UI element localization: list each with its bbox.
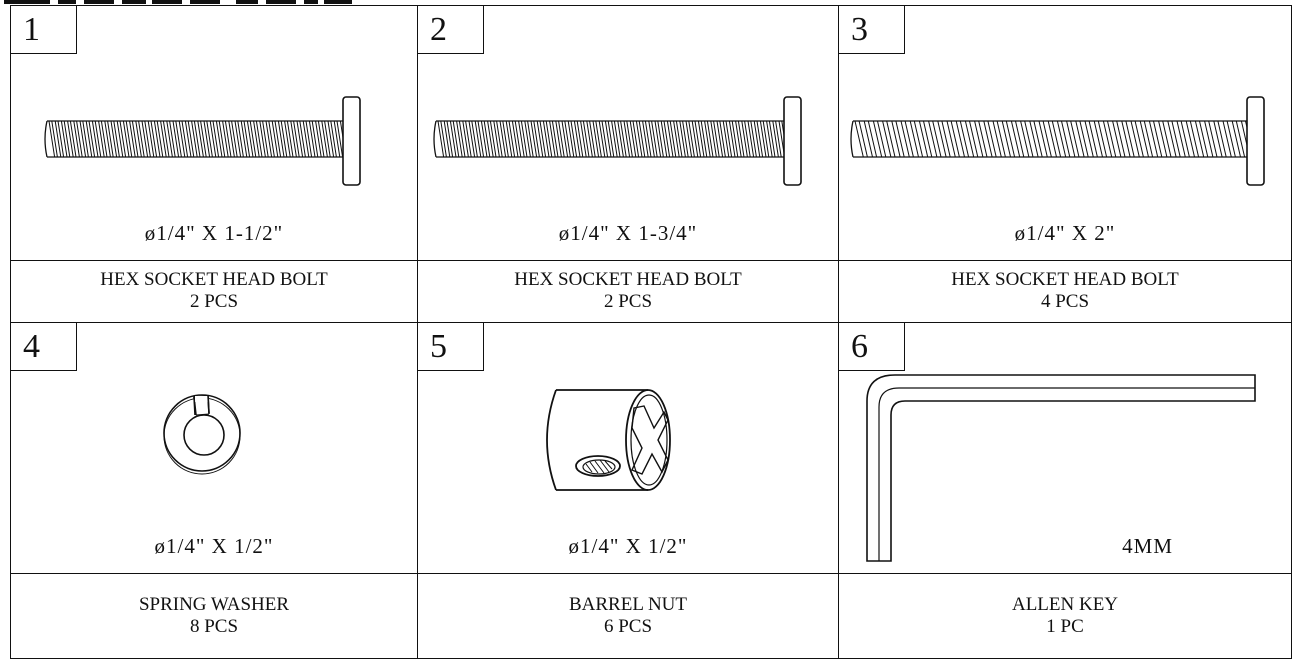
bolt-long-icon — [847, 91, 1287, 191]
part-cell-1: 1 ø1/4" X 1-1/2" — [10, 5, 418, 261]
part-label-4: SPRING WASHER 8 PCS — [10, 572, 418, 660]
part-dimension: ø1/4" X 1-1/2" — [144, 220, 284, 245]
part-label-2: HEX SOCKET HEAD BOLT 2 PCS — [417, 259, 839, 323]
part-quantity: 1 PC — [1046, 615, 1084, 637]
part-cell-2: 2 ø1/4" X 1-3/4" — [417, 5, 839, 261]
bolt-short-icon — [41, 91, 366, 191]
part-dimension: ø1/4" X 1/2" — [568, 533, 688, 558]
part-number-box: 2 — [418, 6, 484, 54]
part-name: HEX SOCKET HEAD BOLT — [951, 269, 1179, 291]
part-name: ALLEN KEY — [1011, 593, 1119, 615]
bolt-short-drawing — [44, 96, 366, 186]
parts-picture-row-1: 1 ø1/4" X 1-1/2" 2 ø1/4" X 1-3/4" 3 ø1/4… — [10, 5, 1292, 261]
part-number-box: 3 — [839, 6, 905, 54]
part-label-6: ALLEN KEY 1 PC — [838, 572, 1292, 660]
part-name: HEX SOCKET HEAD BOLT — [514, 269, 742, 291]
part-number-box: 1 — [11, 6, 77, 54]
part-dimension: ø1/4" X 2" — [1014, 220, 1116, 245]
parts-picture-row-2: 4 — [10, 321, 1292, 574]
part-quantity: 6 PCS — [603, 615, 653, 637]
bolt-medium-icon — [430, 91, 810, 191]
spring-washer-icon — [154, 383, 250, 479]
hardware-parts-table: 1 ø1/4" X 1-1/2" 2 ø1/4" X 1-3/4" 3 ø1/4… — [10, 5, 1292, 660]
part-label-1: HEX SOCKET HEAD BOLT 2 PCS — [10, 259, 418, 323]
part-quantity: 2 PCS — [603, 291, 653, 313]
parts-label-row-1: HEX SOCKET HEAD BOLT 2 PCS HEX SOCKET HE… — [10, 259, 1292, 323]
part-name: BARREL NUT — [568, 593, 688, 615]
part-cell-5: 5 — [417, 321, 839, 574]
part-dimension: ø1/4" X 1-3/4" — [558, 220, 698, 245]
part-name: HEX SOCKET HEAD BOLT — [100, 269, 328, 291]
part-number-box: 4 — [11, 322, 77, 371]
part-label-5: BARREL NUT 6 PCS — [417, 572, 839, 660]
part-quantity: 8 PCS — [189, 615, 239, 637]
parts-label-row-2: SPRING WASHER 8 PCS BARREL NUT 6 PCS ALL… — [10, 572, 1292, 660]
part-quantity: 2 PCS — [189, 291, 239, 313]
part-label-3: HEX SOCKET HEAD BOLT 4 PCS — [838, 259, 1292, 323]
allen-key-icon — [855, 371, 1265, 563]
part-name: SPRING WASHER — [138, 593, 290, 615]
part-dimension: 4MM — [1122, 533, 1173, 558]
bolt-long-drawing — [850, 96, 1277, 186]
part-number-box: 5 — [418, 322, 484, 371]
part-quantity: 4 PCS — [1040, 291, 1090, 313]
part-cell-3: 3 ø1/4" X 2" — [838, 5, 1292, 261]
part-cell-4: 4 — [10, 321, 418, 574]
part-dimension: ø1/4" X 1/2" — [154, 533, 274, 558]
bolt-medium-drawing — [433, 96, 810, 186]
barrel-nut-icon — [528, 368, 718, 498]
part-number-box: 6 — [839, 322, 905, 371]
cropped-heading-fragment — [0, 0, 360, 5]
part-cell-6: 6 4MM — [838, 321, 1292, 574]
